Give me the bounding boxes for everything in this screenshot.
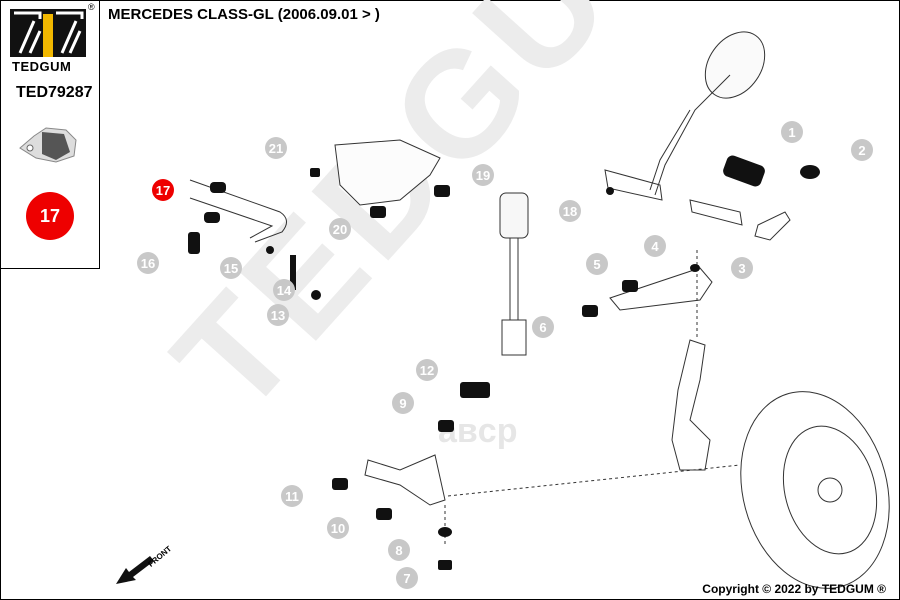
part-info-panel: ® TEDGUM TED79287 17 xyxy=(0,0,100,269)
callout-9[interactable]: 9 xyxy=(392,392,414,414)
callout-7[interactable]: 7 xyxy=(396,567,418,589)
callout-6[interactable]: 6 xyxy=(532,316,554,338)
copyright-text: Copyright © 2022 by TEDGUM ® xyxy=(702,582,886,596)
callout-8[interactable]: 8 xyxy=(388,539,410,561)
callout-19[interactable]: 19 xyxy=(472,164,494,186)
page-title: MERCEDES CLASS-GL (2006.09.01 > ) xyxy=(108,6,380,23)
part-image xyxy=(19,127,77,163)
callout-3[interactable]: 3 xyxy=(731,257,753,279)
brand-name: TEDGUM xyxy=(12,59,72,74)
tedgum-logo xyxy=(10,9,86,57)
callout-5[interactable]: 5 xyxy=(586,253,608,275)
callout-4[interactable]: 4 xyxy=(644,235,666,257)
callout-10[interactable]: 10 xyxy=(327,517,349,539)
part-number: TED79287 xyxy=(16,84,93,101)
callout-16[interactable]: 16 xyxy=(137,252,159,274)
callout-20[interactable]: 20 xyxy=(329,218,351,240)
registered-mark: ® xyxy=(88,2,95,12)
highlight-badge: 17 xyxy=(26,192,74,240)
callout-1[interactable]: 1 xyxy=(781,121,803,143)
callout-17-highlighted[interactable]: 17 xyxy=(152,179,174,201)
callout-18[interactable]: 18 xyxy=(559,200,581,222)
callout-12[interactable]: 12 xyxy=(416,359,438,381)
callout-15[interactable]: 15 xyxy=(220,257,242,279)
callout-14[interactable]: 14 xyxy=(273,279,295,301)
callout-21[interactable]: 21 xyxy=(265,137,287,159)
callout-13[interactable]: 13 xyxy=(267,304,289,326)
callout-11[interactable]: 11 xyxy=(281,485,303,507)
callout-2[interactable]: 2 xyxy=(851,139,873,161)
